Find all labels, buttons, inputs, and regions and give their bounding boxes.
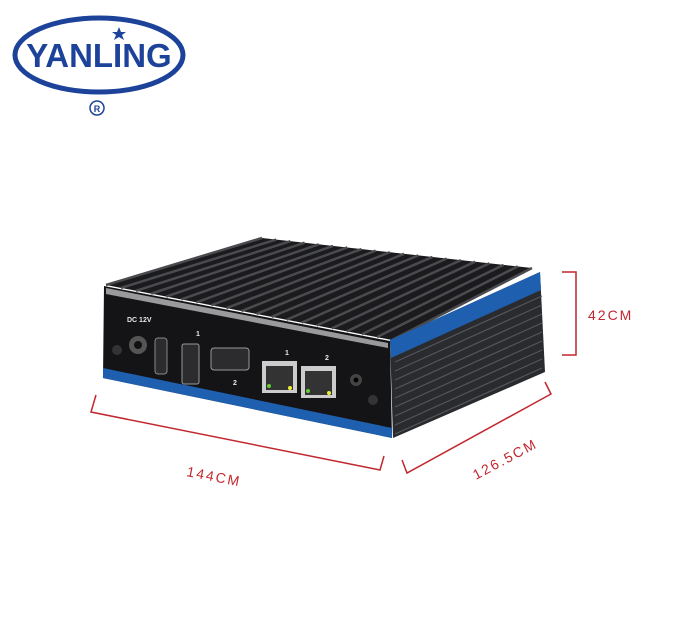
heatsink-fin — [150, 241, 306, 295]
heatsink-fins — [105, 236, 533, 342]
displayport-2 — [210, 347, 250, 371]
heatsink-fin — [391, 266, 533, 342]
side-fin — [394, 340, 543, 408]
registered-mark-icon — [89, 100, 105, 116]
heatsink-fin — [120, 238, 277, 290]
side-fin — [394, 349, 543, 417]
mini-pc: DC 12V 1 2 1 2 — [103, 236, 545, 438]
displayport-1 — [181, 343, 200, 385]
heatsink-fin — [346, 262, 490, 333]
side-fin — [394, 367, 543, 435]
side-fin — [394, 322, 543, 390]
heatsink-fin — [271, 254, 419, 318]
yanling-logo: YANLING R — [12, 15, 186, 116]
width-dimension: 144CM — [185, 463, 242, 489]
logo-text: YANLING — [26, 37, 171, 74]
side-fin — [394, 313, 543, 381]
heatsink-fin — [225, 249, 377, 310]
svg-text:1: 1 — [285, 350, 289, 357]
heatsink-fin — [256, 252, 405, 316]
side-panel — [390, 272, 545, 438]
heatsink-fin — [316, 258, 462, 327]
dimension-lines — [90, 271, 577, 475]
dc-power-port: DC 12V — [127, 317, 152, 354]
depth-dimension: 126.5CM — [470, 435, 540, 482]
antenna-mount-left — [112, 345, 122, 355]
heatsink-fin — [331, 260, 476, 330]
hdmi-port — [154, 337, 168, 375]
side-fin — [394, 331, 543, 399]
heatsink-fin — [241, 251, 391, 313]
svg-text:2: 2 — [233, 380, 237, 387]
heatsink-fin — [361, 263, 505, 336]
side-fin — [394, 295, 543, 363]
star-icon — [112, 27, 126, 40]
svg-text:1: 1 — [196, 331, 200, 338]
heatsink-fin — [135, 239, 291, 292]
power-label: DC 12V — [127, 317, 152, 324]
heatsink-fin — [195, 246, 348, 304]
heatsink-fin — [165, 243, 320, 298]
svg-text:2: 2 — [325, 355, 329, 362]
heatsink-fin — [376, 265, 519, 339]
antenna-mount-right — [368, 395, 378, 405]
svg-text:R: R — [94, 104, 101, 114]
heatsink-fin — [105, 236, 263, 287]
heatsink-fin — [286, 255, 434, 321]
height-dimension: 42CM — [588, 307, 633, 323]
heatsink-fin — [180, 244, 334, 301]
side-fin — [394, 358, 543, 426]
side-fin — [394, 304, 543, 372]
heatsink-fin — [210, 247, 362, 307]
heatsink-fin — [301, 257, 448, 324]
